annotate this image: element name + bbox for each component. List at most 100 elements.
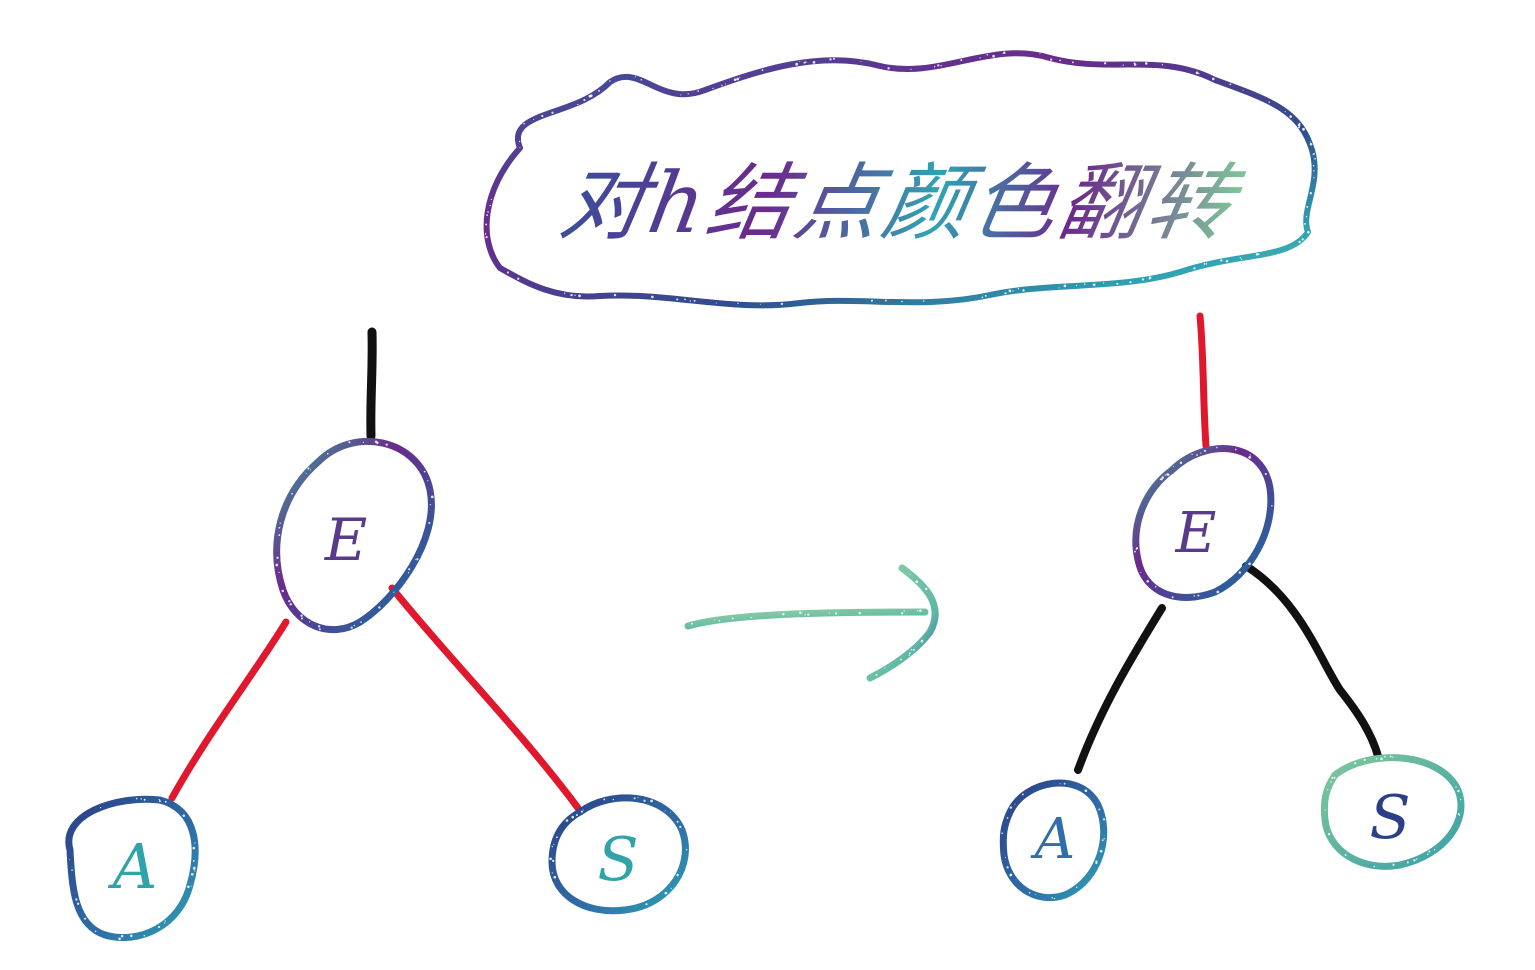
sparkle-dot <box>1305 215 1308 218</box>
sparkle-dot <box>1160 478 1163 481</box>
sparkle-dot <box>609 80 611 82</box>
sparkle-dot <box>1012 290 1014 292</box>
sparkle-dot <box>485 236 488 239</box>
sparkle-dot <box>549 857 552 861</box>
sparkle-dot <box>870 299 874 302</box>
sparkle-dot <box>1229 83 1232 86</box>
sparkle-dot <box>385 443 388 446</box>
sparkle-dot <box>1099 849 1103 853</box>
tree-after: E A S <box>999 312 1465 902</box>
sparkle-dot <box>1148 276 1152 280</box>
sparkle-dot <box>1457 813 1460 816</box>
sparkle-dot <box>676 873 679 877</box>
sparkle-dot <box>1284 111 1286 113</box>
sparkle-dot <box>1327 832 1331 836</box>
sparkle-dot <box>670 811 672 813</box>
sparkle-dot <box>565 819 569 822</box>
sparkle-dot <box>163 922 166 924</box>
sparkle-dot <box>1092 283 1096 286</box>
sparkle-dot <box>430 495 434 499</box>
sparkle-dot <box>598 89 600 92</box>
sparkle-dot <box>1314 157 1316 160</box>
before-node-e-label: E <box>324 506 367 574</box>
sparkle-dot <box>1004 856 1007 859</box>
sparkle-dot <box>427 480 429 482</box>
sparkle-dot <box>913 648 915 651</box>
sparkle-dot <box>750 616 752 619</box>
sparkle-dot <box>571 815 575 819</box>
sparkle-dot <box>1264 472 1267 476</box>
sparkle-dot <box>651 295 654 299</box>
sparkle-dot <box>940 65 942 67</box>
sparkle-dot <box>804 613 806 616</box>
sparkle-dot <box>1306 205 1309 208</box>
sparkle-dot <box>1309 142 1313 146</box>
sparkle-dot <box>575 813 578 817</box>
sparkle-dot <box>1304 222 1306 225</box>
sparkle-dot <box>1200 452 1202 454</box>
sparkle-dot <box>164 800 167 803</box>
sparkle-dot <box>923 300 925 302</box>
sparkle-dot <box>1313 170 1315 172</box>
sparkle-dot <box>429 503 431 506</box>
sparkle-dot <box>712 87 714 90</box>
sparkle-dot <box>1380 757 1383 761</box>
sparkle-dot <box>937 64 940 67</box>
sparkle-dot <box>1333 776 1336 779</box>
sparkle-dot <box>1014 803 1016 805</box>
sparkle-dot <box>684 298 686 301</box>
sparkle-dot <box>1242 89 1244 91</box>
sparkle-dot <box>192 846 196 850</box>
sparkle-dot <box>691 622 693 625</box>
before-node-e <box>273 437 435 634</box>
sparkle-dot <box>759 303 761 305</box>
sparkle-dot <box>100 807 102 809</box>
sparkle-dot <box>986 53 989 56</box>
sparkle-dot <box>613 293 617 297</box>
sparkle-dot <box>278 526 281 529</box>
sparkle-dot <box>1363 758 1366 762</box>
sparkle-dot <box>1022 289 1025 292</box>
after-node-s-label: S <box>1369 783 1410 853</box>
sparkle-dot <box>408 568 411 571</box>
sparkle-dot <box>1159 478 1162 481</box>
sparkle-dot <box>143 934 146 937</box>
sparkle-dot <box>553 875 557 879</box>
sparkle-dot <box>875 673 878 676</box>
sparkle-dot <box>1058 287 1060 289</box>
sparkle-dot <box>1413 859 1416 862</box>
sparkle-dot <box>580 810 583 813</box>
sparkle-dot <box>374 440 378 444</box>
sparkle-dot <box>884 667 886 669</box>
sparkle-dot <box>1021 793 1024 796</box>
sparkle-dot <box>1389 755 1392 758</box>
sparkle-dot <box>917 610 919 612</box>
sparkle-dot <box>360 621 362 623</box>
sparkle-dot <box>828 612 830 614</box>
sparkle-dot <box>687 93 689 95</box>
sparkle-dot <box>192 860 195 862</box>
sparkle-dot <box>1141 278 1145 281</box>
after-node-a-label: A <box>1030 807 1075 872</box>
sparkle-dot <box>1309 141 1311 143</box>
sparkle-dot <box>1216 590 1220 594</box>
sparkle-dot <box>920 639 924 643</box>
sparkle-dot <box>289 603 292 606</box>
after-left-link <box>1074 604 1166 774</box>
sparkle-dot <box>737 302 739 305</box>
sparkle-dot <box>860 60 862 63</box>
sparkle-dot <box>925 587 928 591</box>
before-node-s-label: S <box>597 825 638 895</box>
sparkle-dot <box>992 54 995 58</box>
sparkle-dot <box>915 580 919 584</box>
sparkle-dot <box>552 859 555 863</box>
sparkle-dot <box>782 612 785 616</box>
sparkle-dot <box>158 798 160 801</box>
sparkle-dot <box>799 611 802 614</box>
sparkle-dot <box>1053 897 1056 900</box>
sparkle-dot <box>1006 866 1009 869</box>
sparkle-dot <box>187 885 190 889</box>
sparkle-dot <box>909 573 911 575</box>
sparkle-dot <box>1428 850 1431 853</box>
